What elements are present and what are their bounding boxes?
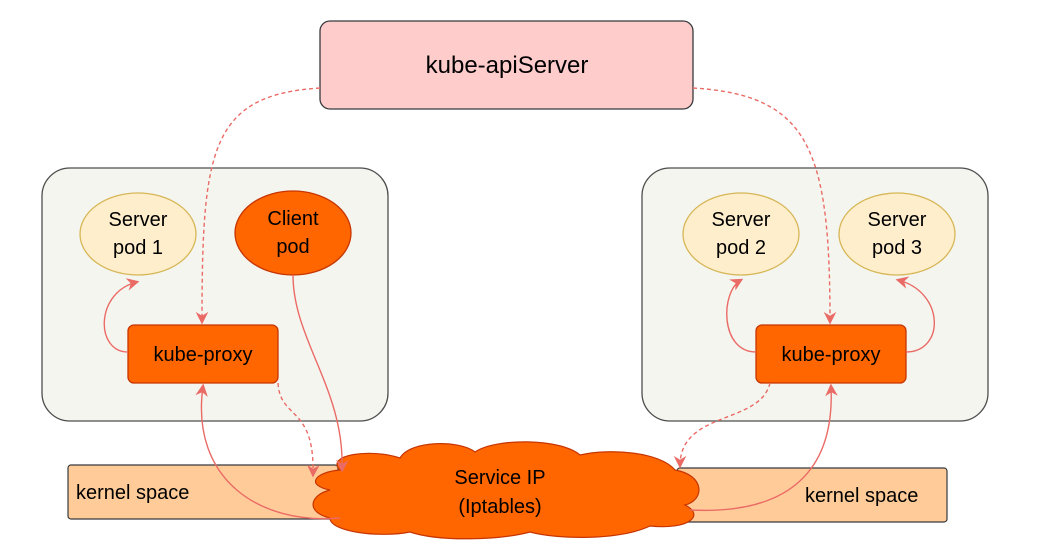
left-kernel-space: kernel space [67, 464, 339, 520]
service-ip-sublabel: (Iptables) [458, 496, 541, 518]
svg-text:kube-proxy: kube-proxy [154, 344, 253, 366]
arrow-left-proxy-to-service [277, 382, 320, 478]
client-pod: Client pod [234, 190, 352, 276]
arrow-left-proxy-to-pod1 [103, 278, 140, 353]
svg-text:Client: Client [267, 208, 319, 230]
svg-text:Server: Server [712, 209, 771, 231]
right-kernel-space: kernel space [676, 467, 948, 523]
api-server-label: kube-apiServer [426, 52, 589, 79]
arrow-client-to-service [292, 274, 349, 473]
svg-text:pod: pod [276, 236, 309, 258]
left-kernel-space-label: kernel space [76, 482, 189, 504]
api-server-box: kube-apiServer [319, 20, 694, 110]
server-pod-2: Server pod 2 [682, 192, 800, 276]
svg-text:pod 3: pod 3 [872, 237, 922, 259]
svg-text:Server: Server [109, 209, 168, 231]
arrow-service-to-right-proxy [689, 383, 838, 512]
arrow-right-proxy-to-service [673, 382, 771, 469]
svg-text:kube-proxy: kube-proxy [782, 344, 881, 366]
service-ip-cloud: Service IP (Iptables) [312, 441, 700, 540]
arrow-right-proxy-to-pod2 [726, 278, 757, 353]
server-pod-3: Server pod 3 [838, 192, 956, 276]
service-ip-label: Service IP [454, 467, 545, 489]
right-kube-proxy: kube-proxy [755, 324, 907, 384]
right-kernel-space-label: kernel space [805, 485, 918, 507]
svg-text:pod 2: pod 2 [716, 237, 766, 259]
left-kube-proxy: kube-proxy [127, 324, 279, 384]
svg-text:pod 1: pod 1 [113, 237, 163, 259]
svg-text:Server: Server [868, 209, 927, 231]
arrow-api-to-left-proxy [195, 87, 321, 325]
server-pod-1: Server pod 1 [79, 192, 197, 276]
arrow-right-proxy-to-pod3 [895, 276, 935, 353]
arrow-service-to-left-proxy [195, 383, 341, 520]
